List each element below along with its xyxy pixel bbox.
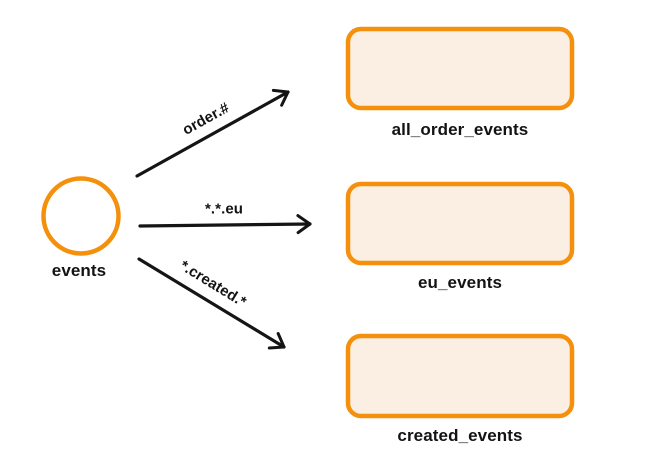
exchange-label: events	[51, 261, 107, 280]
queue-label-created-events: created_events	[397, 426, 523, 445]
queue-node-created-events	[345, 333, 575, 419]
exchange-node-circle	[41, 176, 121, 256]
queue-label-all-order-events: all_order_events	[391, 120, 529, 139]
binding-arrow-created	[137, 257, 286, 350]
binding-arrow-order	[135, 88, 290, 178]
queue-node-all-order-events	[345, 26, 575, 111]
binding-arrow-eu	[138, 214, 312, 235]
queue-label-eu-events: eu_events	[417, 273, 503, 292]
queue-node-eu-events	[345, 181, 575, 266]
routing-key-label-eu: *.*.eu	[204, 200, 244, 218]
